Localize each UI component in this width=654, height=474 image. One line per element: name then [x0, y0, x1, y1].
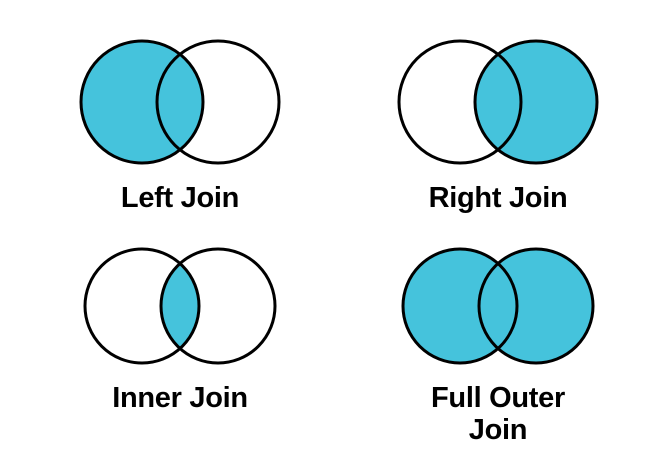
panel-right-join: Right Join	[378, 36, 618, 214]
venn-diagram-full-outer-join	[401, 247, 595, 365]
intersection-fill	[475, 41, 521, 163]
left-circle-outline	[83, 247, 201, 365]
right-circle-outline	[473, 39, 599, 165]
left-circle-outline	[397, 39, 523, 165]
right-circle-outline	[155, 39, 281, 165]
right-circle-outline	[159, 247, 277, 365]
venn-diagram-left-join	[79, 39, 281, 165]
panel-left-join: Left Join	[60, 36, 300, 214]
panel-label-right-join: Right Join	[428, 182, 568, 214]
panel-inner-join: Inner Join	[60, 244, 300, 414]
venn-diagram-inner-join	[83, 247, 277, 365]
panel-label-left-join: Left Join	[120, 182, 240, 214]
intersection-fill	[479, 249, 517, 363]
venn-diagram-right-join	[397, 39, 599, 165]
intersection-fill	[157, 41, 203, 163]
left-circle-outline	[79, 39, 205, 165]
panel-label-full-outer-join: Full Outer Join	[431, 382, 565, 447]
left-circle-outline	[401, 247, 519, 365]
panel-label-inner-join: Inner Join	[112, 382, 248, 414]
intersection-fill	[161, 249, 199, 363]
panel-full-outer-join: Full Outer Join	[378, 244, 618, 447]
right-circle-outline	[477, 247, 595, 365]
